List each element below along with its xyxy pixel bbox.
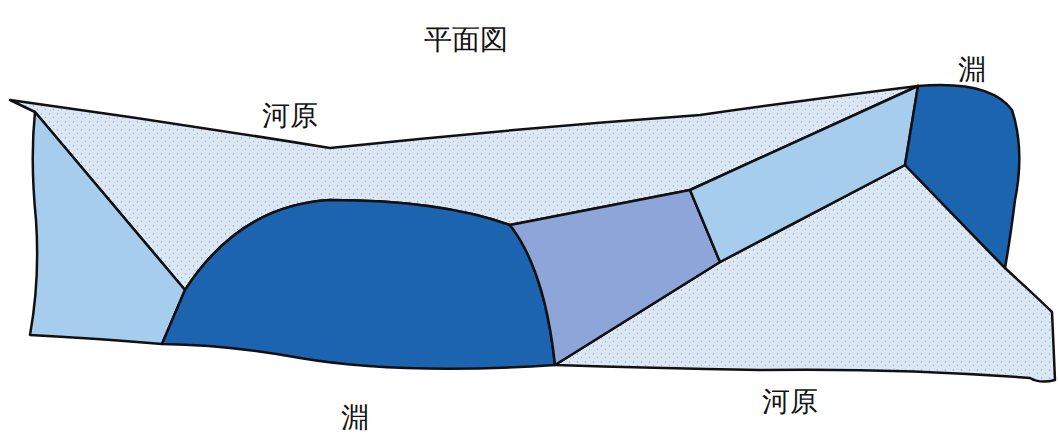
gravel-bar-label: 河原 (262, 101, 318, 132)
diagram-title: 平面図 (424, 25, 508, 56)
gravel-bar-label: 河原 (762, 387, 818, 418)
pool-label: 淵 (958, 55, 986, 86)
riffle (690, 86, 918, 262)
run (510, 190, 720, 365)
pool (162, 200, 555, 369)
pool (905, 85, 1019, 268)
riffle (30, 112, 185, 344)
pool-label: 淵 (341, 403, 369, 434)
